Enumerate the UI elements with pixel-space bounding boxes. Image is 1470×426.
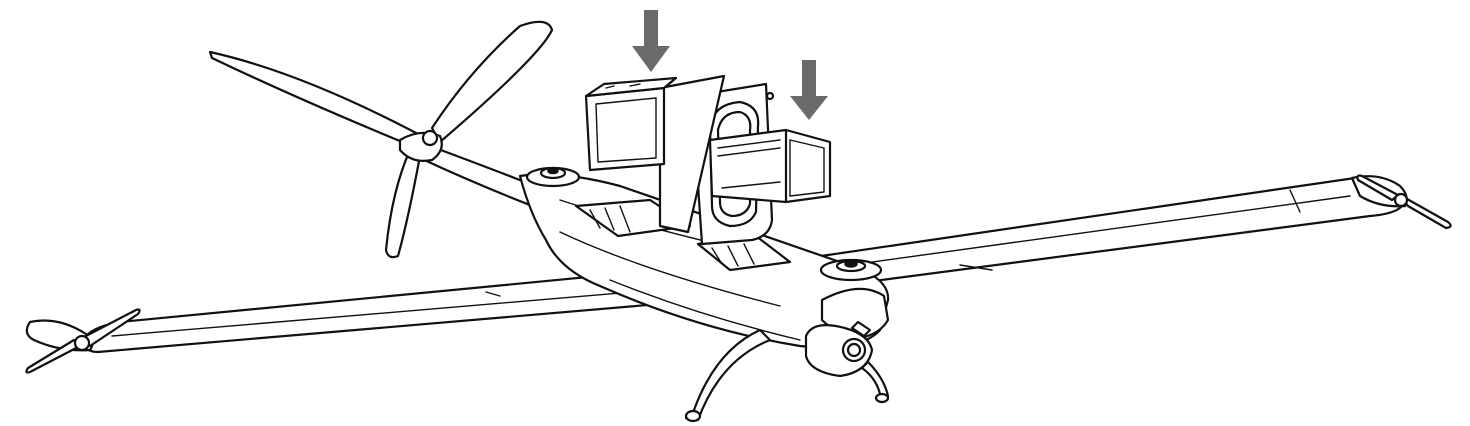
tail-rotor	[208, 20, 554, 259]
left-propeller	[25, 308, 141, 374]
divider-plate	[658, 74, 726, 234]
landing-gear	[684, 328, 890, 423]
insert-arrow-left	[632, 10, 670, 72]
battery-2	[708, 128, 832, 204]
camera-gimbal	[804, 287, 890, 378]
insert-arrow-right	[790, 60, 828, 120]
right-propeller	[1350, 174, 1452, 230]
battery-1	[584, 76, 678, 172]
